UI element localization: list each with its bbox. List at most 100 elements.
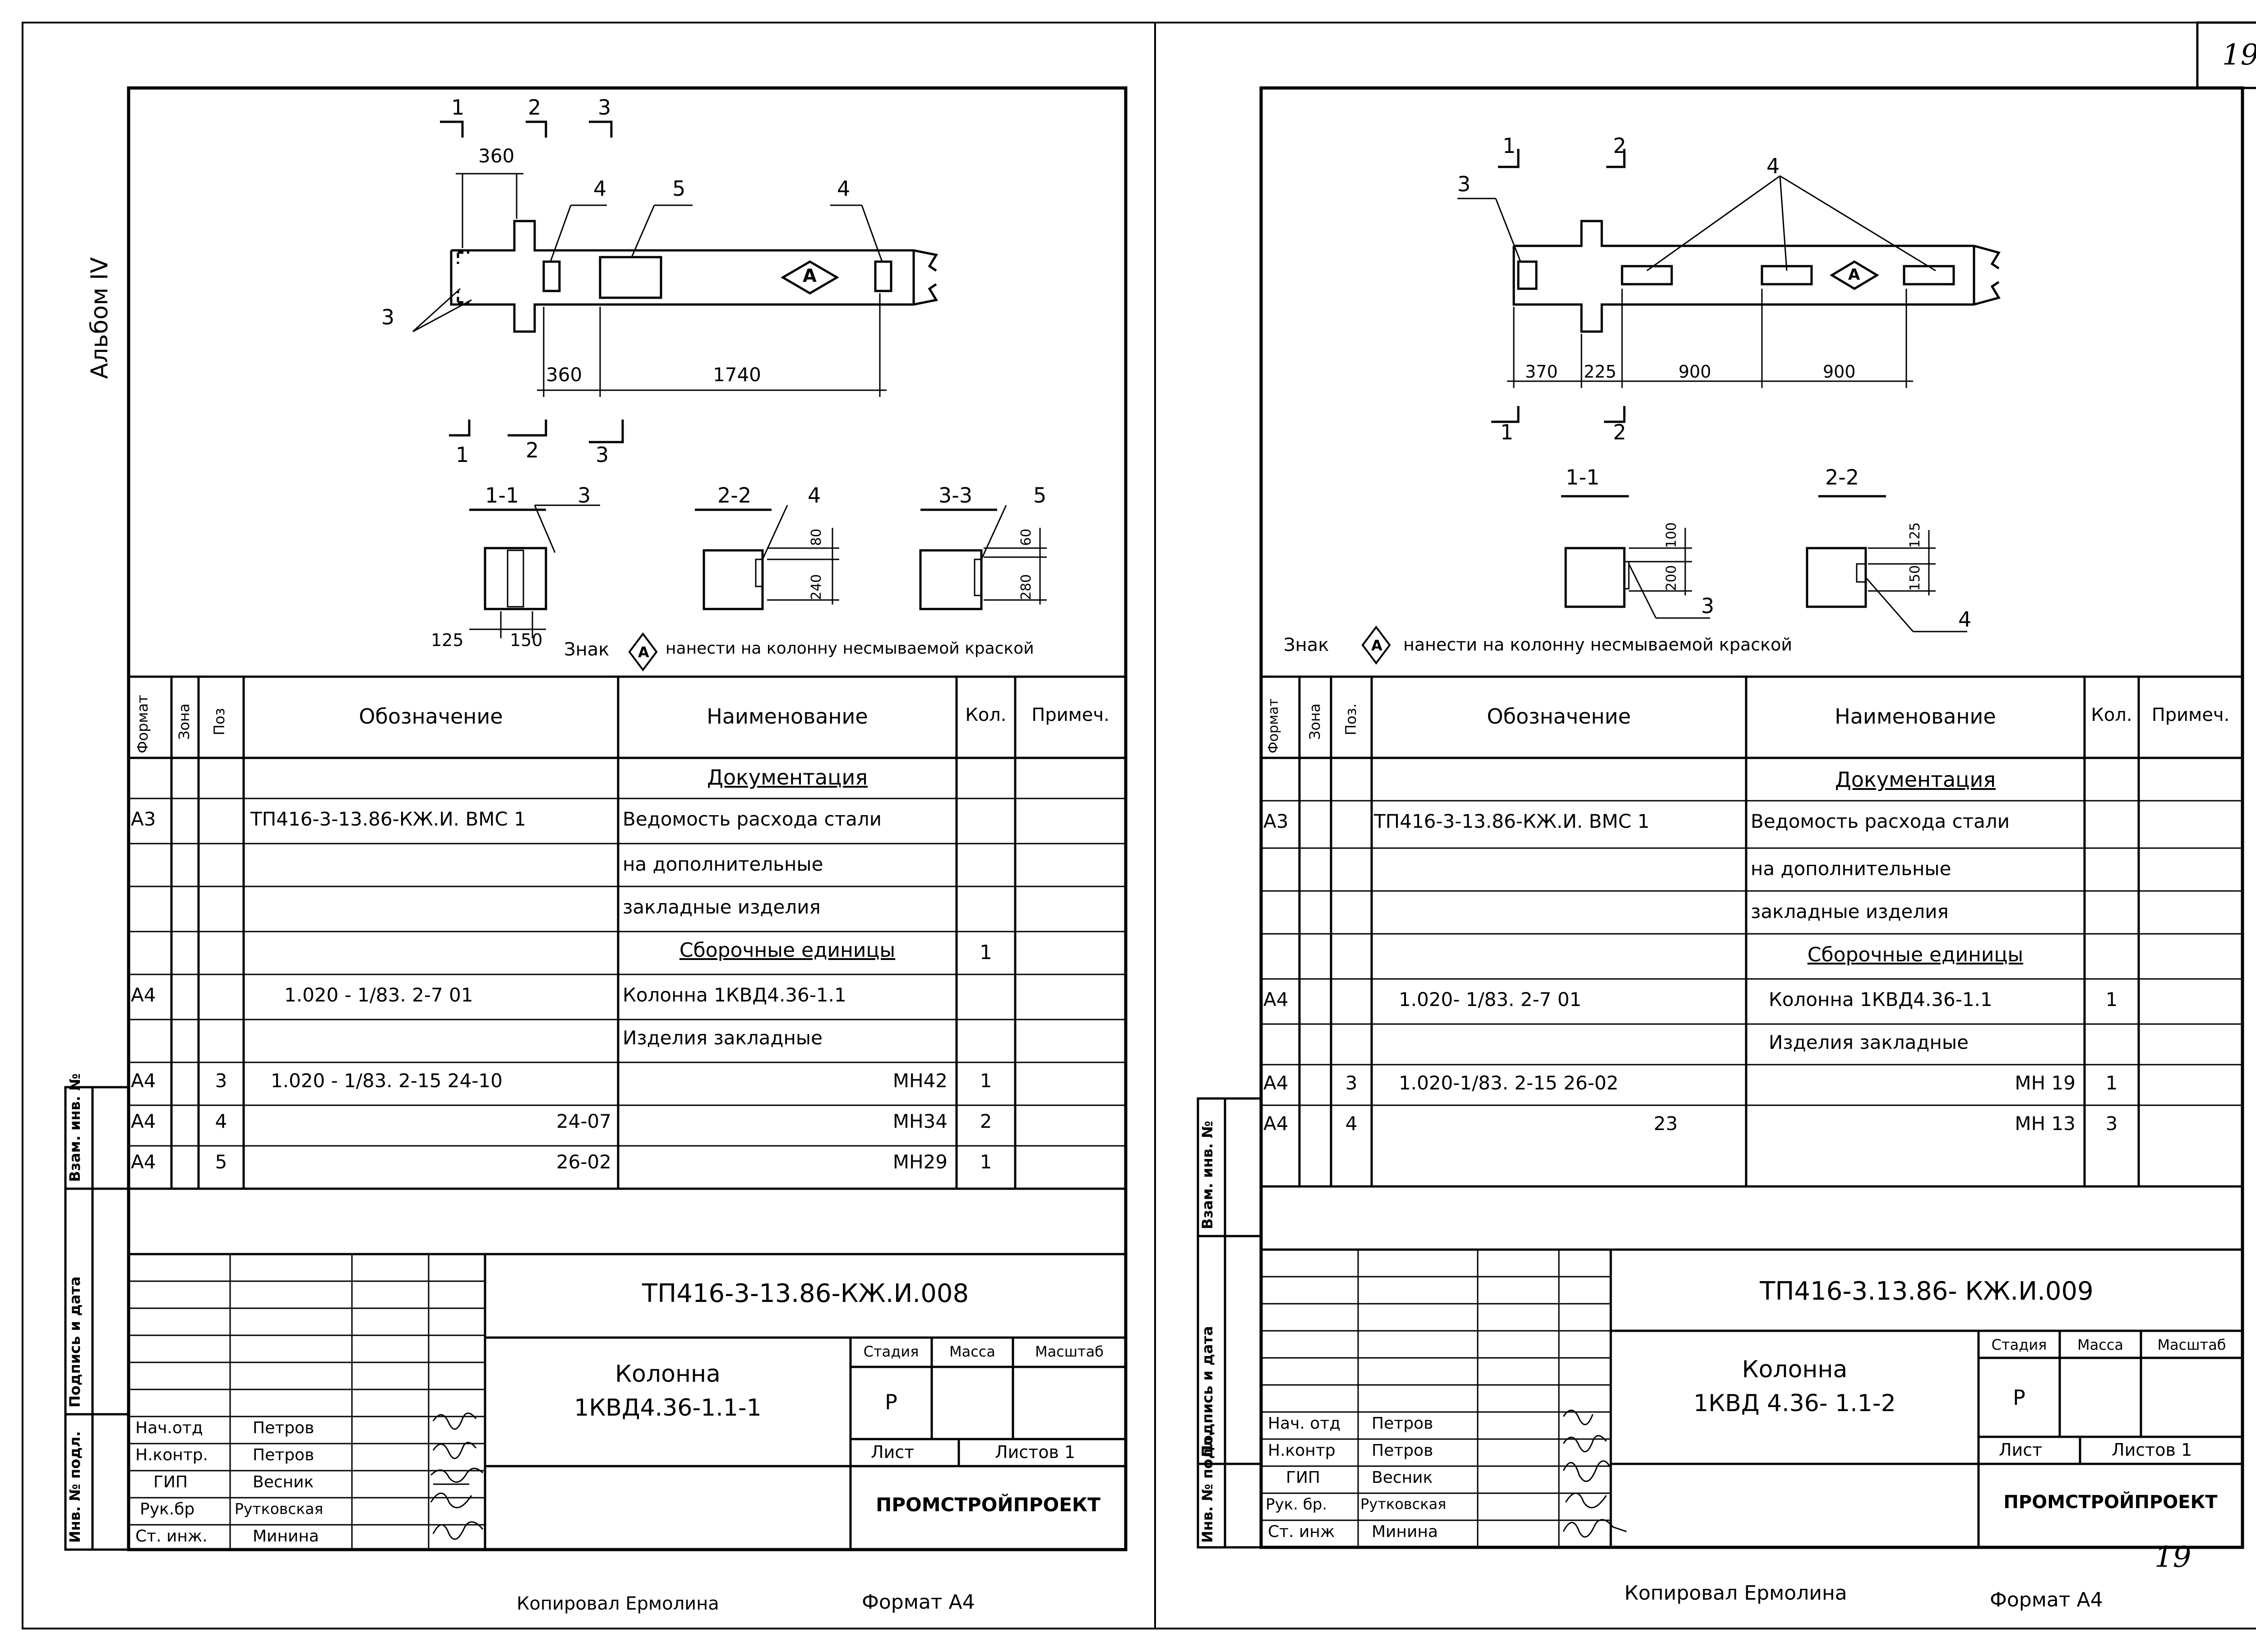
left-row-7-name: МН42 <box>892 1070 948 1092</box>
left-title-block-lines <box>129 1253 1126 1550</box>
left-signer-3-name: Рутковская <box>235 1500 324 1518</box>
right-doc-code: ТП416-3.13.86- КЖ.И.009 <box>1760 1277 2094 1306</box>
right-signer-4-role: Ст. инж <box>1268 1523 1335 1541</box>
left-section-2-dim-240: 240 <box>809 574 824 600</box>
left-section-1-callout: 3 <box>578 483 591 508</box>
right-row-1-designation: ТП416-3-13.86-КЖ.И. ВМС 1 <box>1374 810 1650 832</box>
right-scale-header: Масштаб <box>2157 1336 2226 1353</box>
right-dim-370: 370 <box>1525 362 1558 382</box>
left-section-2-dim-80: 80 <box>809 528 824 546</box>
left-side-stamp <box>64 1086 130 1551</box>
left-signer-4-name: Минина <box>253 1527 319 1546</box>
right-section-2-callout: 4 <box>1958 607 1972 632</box>
left-stamp-replaced: Взам. инв. № <box>66 1073 83 1182</box>
right-org: ПРОМСТРОЙПРОЕКТ <box>2003 1492 2218 1513</box>
right-format-label: Формат А4 <box>1990 1588 2103 1611</box>
right-stamp-signature: Подпись и дата <box>1199 1326 1216 1457</box>
left-dim-360-top: 360 <box>478 145 515 167</box>
right-mass-header: Масса <box>2077 1336 2123 1353</box>
left-section-2-title: 2-2 <box>717 483 752 508</box>
right-signer-3-role: Рук. бр. <box>1266 1495 1327 1514</box>
right-sign-note-letter: А <box>1371 637 1382 654</box>
left-row-1-name: Ведомость расхода стали <box>623 808 882 830</box>
left-org: ПРОМСТРОЙПРОЕКТ <box>876 1494 1100 1516</box>
left-section-1-title: 1-1 <box>485 483 519 508</box>
left-frame <box>127 86 1128 1551</box>
left-signer-3-role: Рук.бр <box>140 1500 195 1518</box>
left-row-8-name: МН34 <box>892 1110 948 1132</box>
right-section-2-dim-125: 125 <box>1907 522 1923 548</box>
left-signer-4-role: Ст. инж. <box>135 1527 208 1546</box>
left-mass-header: Масса <box>949 1343 995 1360</box>
right-row-5-name: Колонна 1КВД4.36-1.1 <box>1769 988 1992 1011</box>
album-label: Альбом IV <box>86 257 113 379</box>
right-row-7-qty: 1 <box>2105 1072 2118 1094</box>
left-hdr-pos: Поз <box>211 708 228 735</box>
right-row-8-designation: 23 <box>1654 1112 1678 1135</box>
right-mark-1-top: 1 <box>1502 134 1516 158</box>
right-sign-note-prefix: Знак <box>1284 635 1329 655</box>
right-signer-0-name: Петров <box>1372 1414 1433 1433</box>
right-row-7-pos: 3 <box>1345 1072 1358 1094</box>
right-title-line-1: Колонна <box>1742 1356 1848 1383</box>
left-row-9-format: А4 <box>131 1151 156 1173</box>
left-mark-2-top: 2 <box>528 95 541 120</box>
right-copied-by: Копировал Ермолина <box>1624 1582 1847 1605</box>
left-signer-2-name: Весник <box>253 1473 314 1491</box>
right-row-4-name: Сборочные единицы <box>1807 943 2024 966</box>
left-row-8-designation: 24-07 <box>556 1110 611 1132</box>
left-hdr-designation: Обозначение <box>359 704 503 729</box>
left-mark-3-top: 3 <box>598 95 611 120</box>
left-stage-header: Стадия <box>863 1343 919 1360</box>
right-row-2-name: на дополнительные <box>1751 858 1951 880</box>
left-section-1-dim-125: 125 <box>431 630 464 650</box>
right-spec-table-lines <box>1261 675 2242 1188</box>
right-row-8-qty: 3 <box>2105 1112 2118 1135</box>
right-hdr-designation: Обозначение <box>1487 704 1631 729</box>
right-title-block-lines <box>1261 1248 2242 1547</box>
left-hdr-format: Формат <box>134 695 151 753</box>
right-hdr-zone: Зона <box>1306 703 1323 740</box>
right-row-8-pos: 4 <box>1345 1112 1358 1135</box>
right-stage-header: Стадия <box>1991 1336 2047 1353</box>
right-section-2-dim-150: 150 <box>1907 565 1923 591</box>
left-hdr-qty: Кол. <box>965 705 1007 725</box>
right-hdr-qty: Кол. <box>2091 705 2132 725</box>
left-scale-header: Масштаб <box>1035 1343 1104 1360</box>
right-section-1-dim-200: 200 <box>1664 565 1679 591</box>
left-row-1-designation: ТП416-3-13.86-КЖ.И. ВМС 1 <box>250 808 526 830</box>
outer-sheet-border <box>22 22 2256 1629</box>
right-row-7-format: А4 <box>1263 1072 1289 1094</box>
left-row-3-name: закладные изделия <box>623 896 821 918</box>
right-stamp-replaced: Взам. инв. № <box>1199 1121 1216 1229</box>
left-row-5-format: А4 <box>131 984 156 1006</box>
left-dim-360: 360 <box>546 364 582 386</box>
left-callout-3: 3 <box>381 305 395 329</box>
left-row-8-qty: 2 <box>980 1110 992 1132</box>
right-hdr-format: Формат <box>1266 698 1281 753</box>
right-hdr-pos: Поз. <box>1342 703 1359 735</box>
right-column-plan <box>1457 149 2001 423</box>
left-section-3-title: 3-3 <box>938 483 973 508</box>
left-row-9-pos: 5 <box>215 1151 227 1173</box>
right-dim-900a: 900 <box>1678 362 1711 382</box>
left-sections <box>469 504 1047 672</box>
left-sheets-label: Листов 1 <box>995 1442 1076 1462</box>
right-section-1-dim-100: 100 <box>1664 522 1679 548</box>
left-callout-4a: 4 <box>593 176 607 201</box>
left-callout-4b: 4 <box>837 176 851 201</box>
left-mark-2-bottom: 2 <box>526 438 539 462</box>
right-row-1-name: Ведомость расхода стали <box>1751 810 2010 832</box>
right-row-0-name: Документация <box>1835 767 1996 792</box>
right-sign-note: нанести на колонну несмываемой краской <box>1403 635 1793 655</box>
left-row-9-designation: 26-02 <box>556 1151 611 1173</box>
left-stamp-inventory: Инв. № подл. <box>66 1431 83 1543</box>
left-mark-1-bottom: 1 <box>456 443 469 467</box>
right-row-6-name: Изделия закладные <box>1769 1031 1969 1053</box>
right-title-line-2: 1КВД 4.36- 1.1-2 <box>1693 1390 1896 1417</box>
left-row-8-pos: 4 <box>215 1110 227 1132</box>
left-hdr-name: Наименование <box>707 704 868 729</box>
left-stage-value: Р <box>885 1390 897 1414</box>
left-row-7-designation: 1.020 - 1/83. 2-15 24-10 <box>271 1070 503 1092</box>
